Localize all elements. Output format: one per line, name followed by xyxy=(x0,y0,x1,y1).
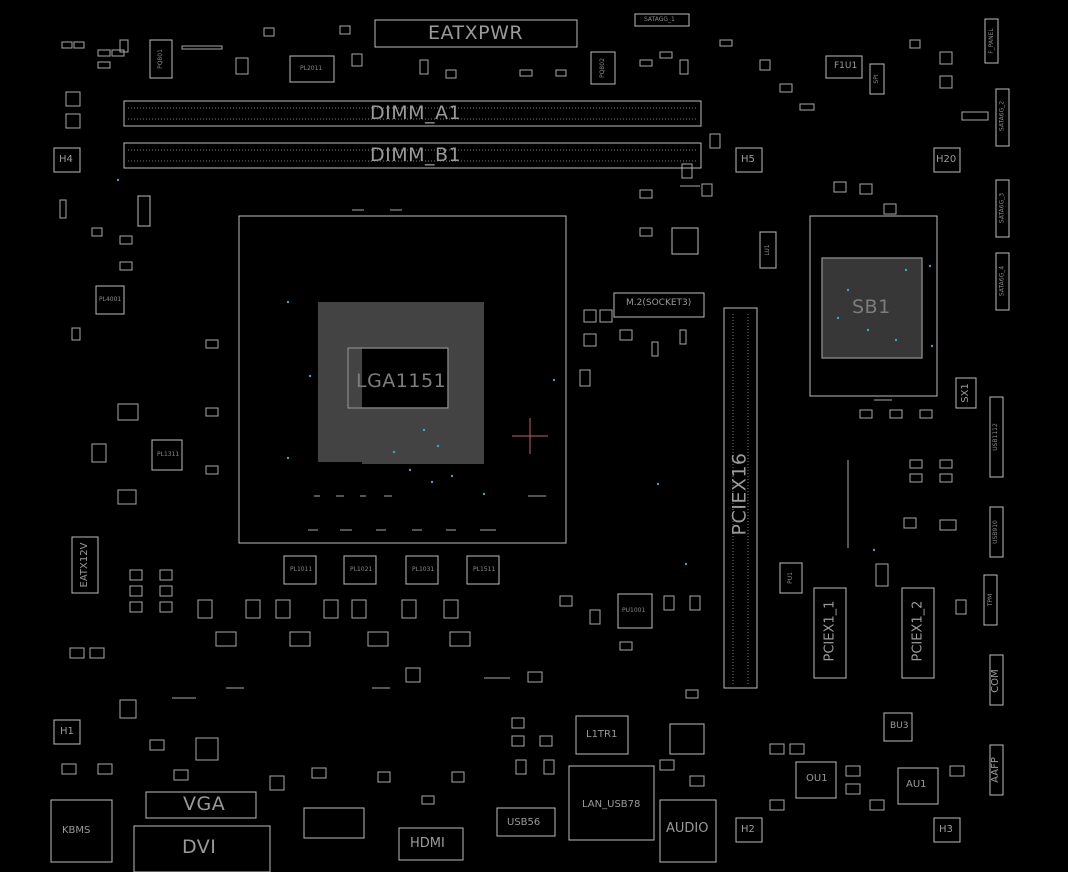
au1-label: AU1 xyxy=(906,779,927,790)
pl1021-label: PL1021 xyxy=(350,566,373,573)
pu1-label: PU1 xyxy=(787,572,794,584)
sataggl-label: SATAGG_1 xyxy=(644,16,675,23)
ou1-label: OU1 xyxy=(806,773,828,784)
mount-hole-h20: H20 xyxy=(936,154,957,165)
pciex16-label: PCIEX16 xyxy=(728,452,751,536)
mount-hole-h3: H3 xyxy=(939,824,953,835)
sata6g-4-label: SATA6G_4 xyxy=(998,265,1006,297)
mount-hole-h2: H2 xyxy=(741,824,755,835)
bu3-label: BU3 xyxy=(890,721,909,731)
sb1-label: SB1 xyxy=(852,296,891,318)
audio-label: AUDIO xyxy=(666,821,709,836)
vga-label: VGA xyxy=(183,793,226,815)
m2-slot-label: M.2(SOCKET3) xyxy=(626,298,692,308)
pl2011-label: PL2011 xyxy=(300,65,323,72)
usb1112-label: USB1112 xyxy=(992,423,999,451)
kbms-label: KBMS xyxy=(62,825,91,836)
lu1-label: LU1 xyxy=(764,244,771,256)
dimm-a1-label: DIMM_A1 xyxy=(370,102,462,124)
aafp-label: AAFP xyxy=(990,757,1001,783)
spi-label: SPI xyxy=(873,74,880,84)
pl1311-label: PL1311 xyxy=(157,451,180,458)
sata6g-2-label: SATA6G_2 xyxy=(998,100,1006,132)
tpm-label: TPM xyxy=(987,593,994,607)
pciex1-1-label: PCIEX1_1 xyxy=(822,600,838,662)
pq801-label: PQ801 xyxy=(157,49,164,69)
dvi-label: DVI xyxy=(182,836,217,858)
pl4001-label: PL4001 xyxy=(99,296,122,303)
pciex1-2-label: PCIEX1_2 xyxy=(910,600,926,662)
cpu-socket-label: LGA1151 xyxy=(356,370,447,392)
l1tr1-label: L1TR1 xyxy=(586,729,618,740)
com-label: COM xyxy=(990,669,1001,693)
pl1031-label: PL1031 xyxy=(412,566,435,573)
f-panel-label: F_PANEL xyxy=(988,28,995,54)
mount-hole-h1: H1 xyxy=(60,726,74,737)
lan-usb78-label: LAN_USB78 xyxy=(582,799,641,810)
pl1511-label: PL1511 xyxy=(473,566,496,573)
pl1011-label: PL1011 xyxy=(290,566,313,573)
usb910-label: USB910 xyxy=(992,520,999,544)
dimm-b1-label: DIMM_B1 xyxy=(370,144,462,166)
eatx12v-label: EATX12V xyxy=(79,542,90,588)
pu1001-label: PU1001 xyxy=(622,607,646,614)
f1u1-label: F1U1 xyxy=(834,61,858,71)
mount-hole-h4: H4 xyxy=(59,154,73,165)
sx1-label: SX1 xyxy=(960,383,971,403)
usb56-label: USB56 xyxy=(507,817,541,828)
sata6g-3-label: SATA6G_3 xyxy=(998,192,1006,224)
pq802-label: PQ802 xyxy=(599,58,606,78)
eatxpwr-label: EATXPWR xyxy=(428,22,524,44)
mount-hole-h5: H5 xyxy=(741,154,755,165)
hdmi-label: HDMI xyxy=(410,836,445,851)
